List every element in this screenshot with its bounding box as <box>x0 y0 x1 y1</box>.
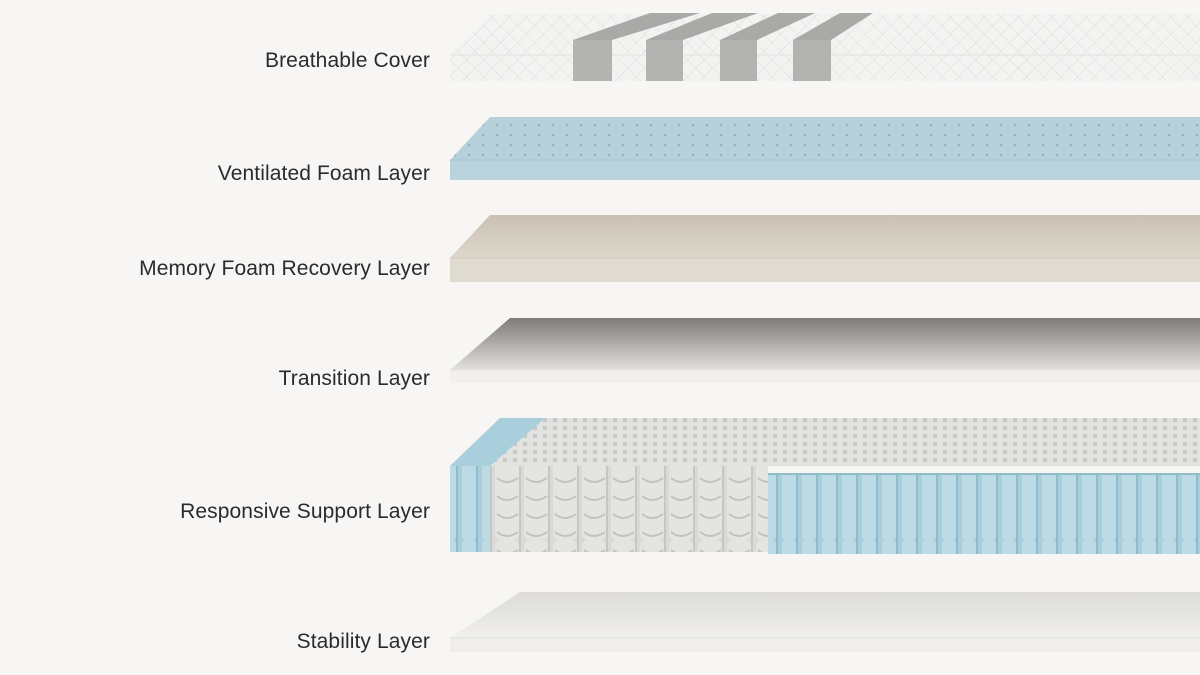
label-responsive-support-layer: Responsive Support Layer <box>180 500 430 523</box>
ventilated-foam-layer <box>450 117 1200 180</box>
transition-layer <box>450 318 1200 383</box>
label-ventilated-foam-layer: Ventilated Foam Layer <box>217 162 430 185</box>
stability-layer <box>450 592 1200 652</box>
label-stability-layer: Stability Layer <box>296 630 430 653</box>
memory-foam-recovery-layer <box>450 215 1200 282</box>
label-transition-layer: Transition Layer <box>278 367 430 390</box>
label-breathable-cover: Breathable Cover <box>264 49 430 72</box>
responsive-support-layer <box>450 418 1200 554</box>
breathable-cover-layer <box>450 13 1200 81</box>
label-memory-foam-recovery-layer: Memory Foam Recovery Layer <box>139 257 430 280</box>
